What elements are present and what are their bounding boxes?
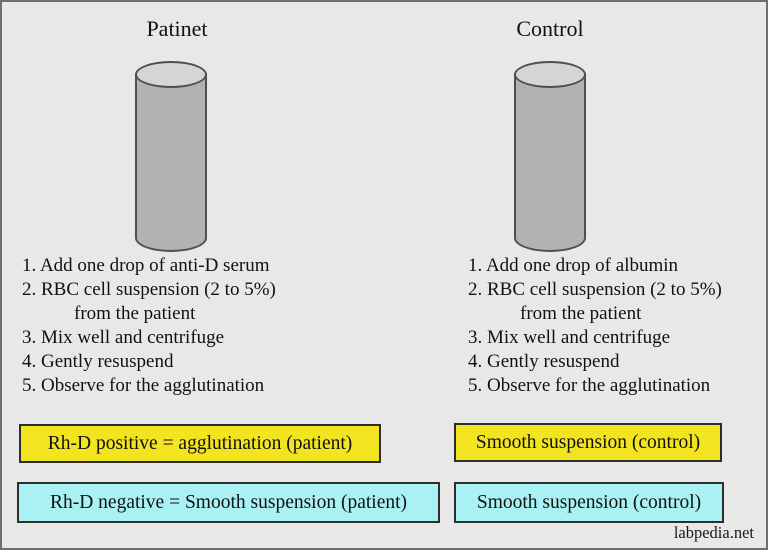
patient-negative-result-box: Rh-D negative = Smooth suspension (patie… [17,482,440,523]
patient-step-2-continuation: from the patient [74,303,196,324]
control-result-box-yellow: Smooth suspension (control) [454,423,722,462]
patient-step-2: 2. RBC cell suspension (2 to 5%) [22,279,276,300]
patient-step-5: 5. Observe for the agglutination [22,375,265,396]
control-test-tube [514,61,586,252]
control-step-2-continuation: from the patient [520,303,642,324]
control-step-5: 5. Observe for the agglutination [468,375,711,396]
control-column-title: Control [516,16,584,41]
control-test-tube-opening [514,61,586,88]
patient-test-tube-opening [135,61,207,88]
patient-step-4: 4. Gently resuspend [22,351,174,372]
patient-test-tube [135,61,207,252]
control-step-2: 2. RBC cell suspension (2 to 5%) [468,279,722,300]
control-result-box-cyan: Smooth suspension (control) [454,482,724,523]
control-test-tube-body [514,74,586,252]
control-step-3: 3. Mix well and centrifuge [468,327,671,348]
patient-step-3: 3. Mix well and centrifuge [22,327,225,348]
control-step-4: 4. Gently resuspend [468,351,620,372]
patient-steps-list: 1. Add one drop of anti-D serum 2. RBC c… [22,254,276,398]
patient-positive-result-box: Rh-D positive = agglutination (patient) [19,424,381,463]
patient-step-1: 1. Add one drop of anti-D serum [22,255,270,276]
patient-test-tube-body [135,74,207,252]
control-steps-list: 1. Add one drop of albumin 2. RBC cell s… [468,254,722,398]
watermark-labpedia: labpedia.net [673,523,754,542]
patient-column-title: Patinet [146,16,208,41]
control-step-1: 1. Add one drop of albumin [468,255,679,276]
